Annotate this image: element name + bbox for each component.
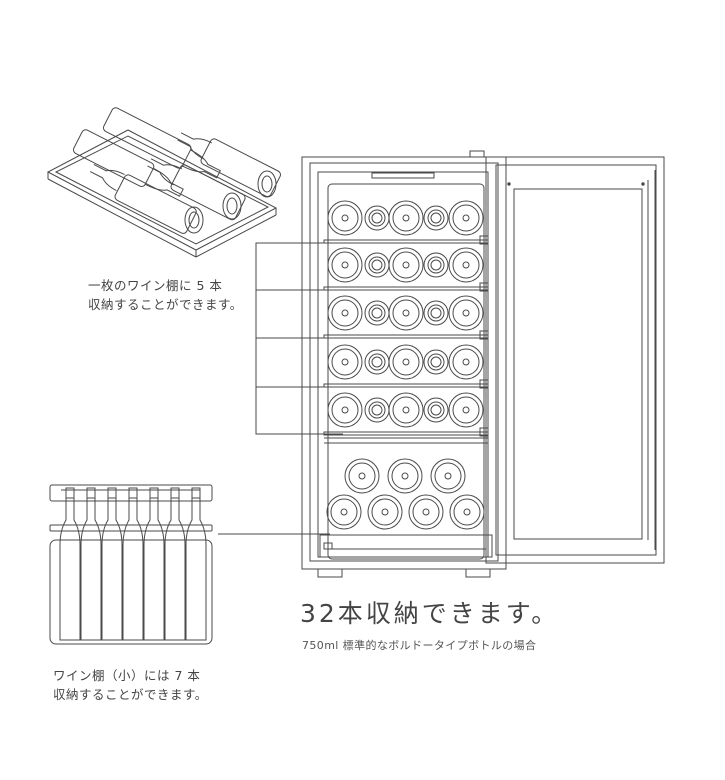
- wine-shelf-illustration: [46, 107, 281, 258]
- bottle-end: [327, 247, 363, 283]
- bottle-end: [388, 344, 424, 380]
- small-shelf-caption-line-1: ワイン棚（小）には 7 本: [53, 668, 201, 683]
- shelf-caption-line-2: 収納することができます。: [88, 297, 243, 312]
- upright-bottle: [185, 487, 207, 641]
- bottle-end: [387, 458, 423, 494]
- bottle-end: [430, 458, 466, 494]
- wine-shelf: [323, 344, 489, 389]
- small-shelf-capacity-caption: ワイン棚（小）には 7 本 収納することができます。: [53, 666, 208, 704]
- bottle-end: [388, 200, 424, 236]
- bottle-end: [327, 295, 363, 331]
- upright-bottle: [101, 487, 123, 641]
- bottle-end: [364, 300, 390, 326]
- small-shelf-illustration: [49, 484, 213, 645]
- bottle-end: [448, 344, 484, 380]
- upright-bottle: [122, 487, 144, 641]
- bottle-end: [327, 344, 363, 380]
- bottle-end: [423, 252, 449, 278]
- capacity-note: 750ml 標準的なボルドータイプボトルの場合: [302, 639, 537, 652]
- bottle-end: [423, 349, 449, 375]
- bottle-end: [408, 494, 444, 530]
- bottle-end: [448, 295, 484, 331]
- bottle-end: [423, 397, 449, 423]
- bottle-end: [449, 494, 485, 530]
- small-shelf-caption-line-2: 収納することができます。: [53, 687, 208, 702]
- bottle-end: [364, 349, 390, 375]
- wine-shelf: [323, 392, 489, 437]
- upright-bottle: [143, 487, 165, 641]
- bottle-end: [423, 300, 449, 326]
- bottle-end: [364, 397, 390, 423]
- bottle-end: [388, 295, 424, 331]
- wine-shelf: [323, 295, 489, 340]
- bottle-end: [344, 458, 380, 494]
- bottle-end: [364, 205, 390, 231]
- bottle-end: [364, 252, 390, 278]
- bottle-end: [367, 494, 403, 530]
- bottle-end: [326, 494, 362, 530]
- bottle-end: [448, 247, 484, 283]
- shelf-capacity-caption: 一枚のワイン棚に 5 本 収納することができます。: [88, 276, 243, 314]
- upright-bottle: [164, 487, 186, 641]
- bottle-end: [423, 205, 449, 231]
- bottle-end: [327, 392, 363, 428]
- bottle-end: [327, 200, 363, 236]
- bottle-end: [448, 200, 484, 236]
- capacity-headline: 32本収納できます。: [300, 599, 560, 628]
- bottle-end: [388, 247, 424, 283]
- bottle-end: [388, 392, 424, 428]
- wine-cooler: [301, 150, 665, 578]
- wine-shelf: [323, 247, 489, 292]
- shelf-caption-line-1: 一枚のワイン棚に 5 本: [88, 278, 223, 293]
- upright-bottle: [59, 487, 81, 641]
- bottle-end: [448, 392, 484, 428]
- wine-shelf: [323, 200, 489, 245]
- upright-bottle: [80, 487, 102, 641]
